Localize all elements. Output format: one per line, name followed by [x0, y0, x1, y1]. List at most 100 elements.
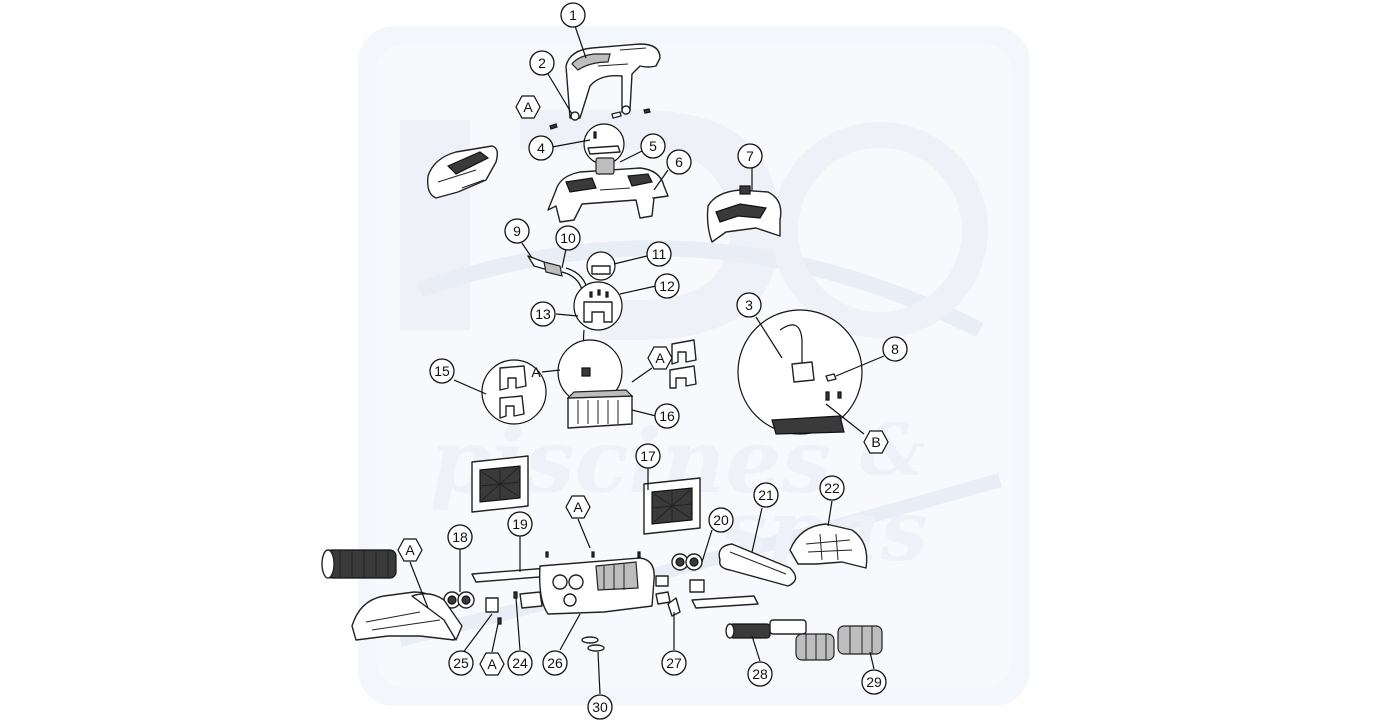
part-cable-connector — [771, 324, 845, 435]
part-holder-right — [669, 339, 697, 389]
part-cable-clamp — [583, 301, 613, 323]
part-filter-right — [643, 477, 701, 535]
callout-label: 25 — [453, 655, 469, 671]
part-clip-27 — [667, 597, 681, 617]
watermark-letter-bowl — [520, 110, 780, 340]
callout-circle-shape — [560, 2, 586, 28]
callout-label: 24 — [512, 655, 528, 671]
callout-circle-shape — [646, 241, 672, 267]
callout-19: 19 — [507, 511, 533, 537]
callout-label: A — [655, 350, 665, 366]
part-wheels-right — [671, 553, 705, 593]
callout-circle-shape — [530, 301, 556, 327]
callout-a-hex: A — [515, 95, 541, 119]
callout-circle-shape — [737, 143, 763, 169]
callout-label: B — [871, 434, 880, 450]
part-washer-2 — [587, 644, 605, 652]
callout-label: 20 — [713, 512, 729, 528]
callout-label: 9 — [513, 223, 521, 239]
callout-hex-shape — [565, 495, 591, 519]
callout-label: 18 — [452, 529, 468, 545]
callout-label: 17 — [640, 448, 656, 464]
part-washer-1 — [581, 636, 599, 644]
callout-label: A — [523, 99, 533, 115]
part-clip — [587, 145, 621, 155]
callout-circle-shape — [587, 694, 613, 720]
callout-a-hex: A — [647, 346, 673, 370]
part-handle — [565, 43, 661, 121]
callout-circle-shape — [654, 403, 680, 429]
callout-28: 28 — [747, 661, 773, 687]
callout-circle-shape — [708, 507, 734, 533]
callout-label: 6 — [675, 154, 683, 170]
callout-label: 22 — [824, 480, 840, 496]
callout-label: 3 — [745, 297, 753, 313]
callout-circle-shape — [736, 292, 762, 318]
part-screws-handle — [549, 108, 651, 130]
callout-3: 3 — [736, 292, 762, 318]
callout-22: 22 — [819, 475, 845, 501]
callout-21: 21 — [753, 482, 779, 508]
zoom-label-a: A — [531, 364, 541, 380]
part-side-panel-left — [351, 591, 463, 641]
callout-30: 30 — [587, 694, 613, 720]
callout-label: 13 — [535, 306, 551, 322]
callout-label: 19 — [512, 516, 528, 532]
callout-15: 15 — [429, 358, 455, 384]
callout-label: 5 — [649, 138, 657, 154]
callout-circle-shape — [447, 524, 473, 550]
part-holder-pair — [499, 365, 527, 419]
callout-29: 29 — [861, 669, 887, 695]
callout-25: 25 — [448, 650, 474, 676]
part-wheels-left — [443, 591, 499, 613]
callout-label: 2 — [538, 55, 546, 71]
watermark-ring — [772, 122, 988, 338]
callout-9: 9 — [504, 218, 530, 244]
part-brushes-right — [795, 625, 883, 661]
callout-circle-shape — [661, 650, 687, 676]
callout-label: A — [573, 499, 583, 515]
callout-circle-shape — [528, 135, 554, 161]
part-filter-left — [471, 455, 529, 513]
callout-24: 24 — [507, 650, 533, 676]
part-side-panel-right — [789, 523, 868, 569]
callout-label: 4 — [537, 140, 545, 156]
part-screws-chassis — [497, 551, 641, 625]
part-chassis — [519, 557, 671, 615]
callout-a-hex: A — [479, 652, 505, 676]
callout-circle-shape — [747, 661, 773, 687]
part-track-21-inner — [729, 551, 787, 575]
callout-label: 12 — [659, 278, 675, 294]
callout-label: 8 — [891, 341, 899, 357]
callout-a-hex: A — [397, 538, 423, 562]
part-rail-right — [691, 595, 759, 609]
callout-label: A — [405, 542, 415, 558]
callout-label: 1 — [569, 7, 577, 23]
callout-circle-shape — [640, 133, 666, 159]
callout-5: 5 — [640, 133, 666, 159]
callout-2: 2 — [529, 50, 555, 76]
callout-a-hex: A — [565, 495, 591, 519]
callout-circle-shape — [882, 336, 908, 362]
callout-27: 27 — [661, 650, 687, 676]
callout-circle-shape — [753, 482, 779, 508]
callout-hex-shape — [397, 538, 423, 562]
callout-circle-shape — [666, 149, 692, 175]
part-clip-screw — [593, 131, 597, 139]
callout-circle-shape — [504, 218, 530, 244]
callout-20: 20 — [708, 507, 734, 533]
callout-label: 29 — [866, 674, 882, 690]
callout-11: 11 — [646, 241, 672, 267]
callout-13: 13 — [530, 301, 556, 327]
callout-1: 1 — [560, 2, 586, 28]
part-brush-left — [321, 549, 397, 579]
callout-hex-shape — [515, 95, 541, 119]
callout-hex-shape — [479, 652, 505, 676]
callout-label: 15 — [434, 363, 450, 379]
callout-circle-shape — [635, 443, 661, 469]
callout-label: 16 — [659, 408, 675, 424]
callout-circle-shape — [819, 475, 845, 501]
callout-label: A — [487, 656, 497, 672]
part-motor-unit — [566, 367, 634, 429]
